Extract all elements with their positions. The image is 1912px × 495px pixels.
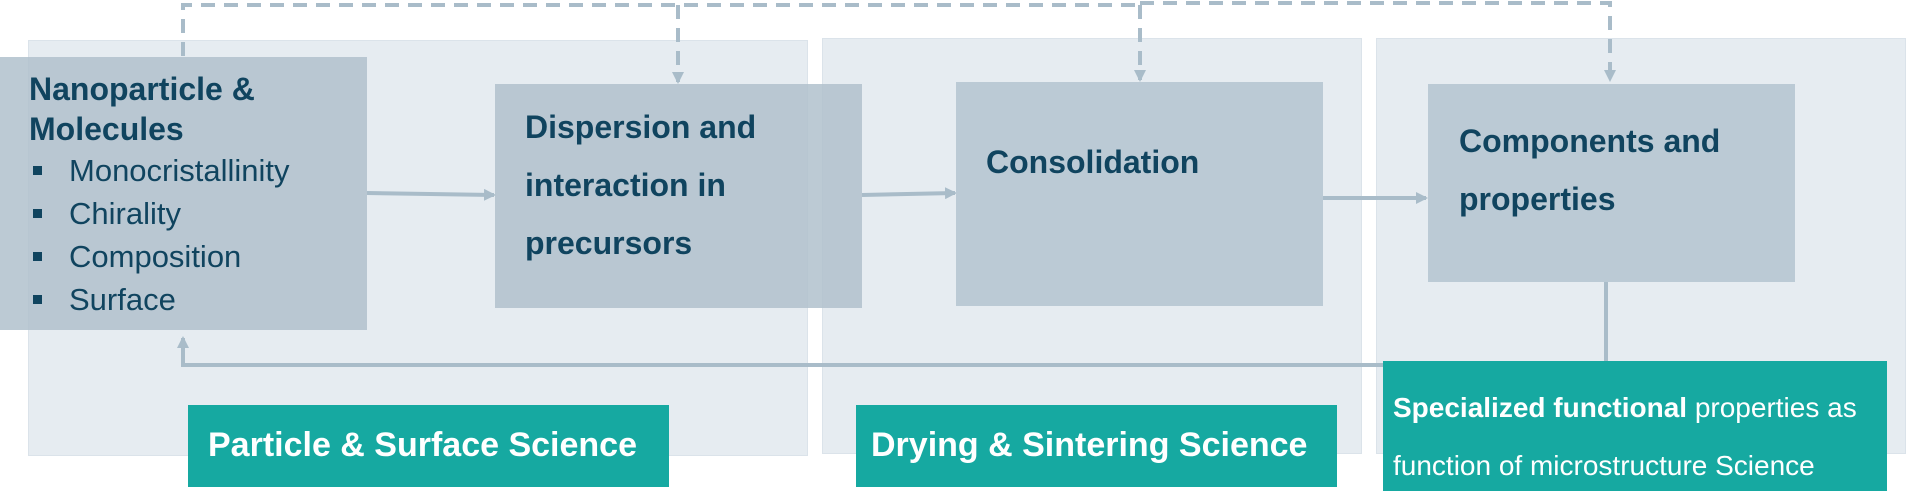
box-components: Components and properties bbox=[1428, 84, 1795, 282]
feedback-loop-line bbox=[177, 272, 1608, 367]
dashed-top-line-left bbox=[181, 3, 1140, 56]
label-drying-sintering-science: Drying & Sintering Science bbox=[856, 405, 1337, 487]
components-title: Components and properties bbox=[1459, 123, 1721, 217]
box-consolidation: Consolidation bbox=[956, 82, 1323, 306]
list-item: Composition bbox=[29, 235, 367, 278]
dashed-top-line-right bbox=[1140, 1, 1616, 82]
arrow-dispersion-to-consolidation bbox=[861, 187, 957, 200]
box-nanoparticle-molecules: Nanoparticle & Molecules Monocristallini… bbox=[0, 57, 367, 330]
specialized-bold-text: Specialized functional bbox=[1393, 392, 1688, 423]
list-item: Chirality bbox=[29, 192, 367, 235]
list-item: Monocristallinity bbox=[29, 149, 367, 192]
box-dispersion: Dispersion and interaction in precursors bbox=[495, 84, 862, 308]
arrow-nano-to-dispersion bbox=[366, 188, 496, 201]
dispersion-title: Dispersion and interaction in precursors bbox=[525, 109, 757, 261]
label-specialized-functional-properties: Specialized functional properties as fun… bbox=[1383, 361, 1887, 491]
label-particle-surface-science: Particle & Surface Science bbox=[188, 405, 669, 487]
list-item: Surface bbox=[29, 278, 367, 321]
consolidation-title: Consolidation bbox=[986, 144, 1200, 180]
property-list: Monocristallinity Chirality Composition … bbox=[29, 149, 367, 321]
specialized-rest-text: properties as function of microstructure… bbox=[1393, 392, 1857, 481]
nanoparticle-title: Nanoparticle & Molecules bbox=[29, 71, 255, 147]
